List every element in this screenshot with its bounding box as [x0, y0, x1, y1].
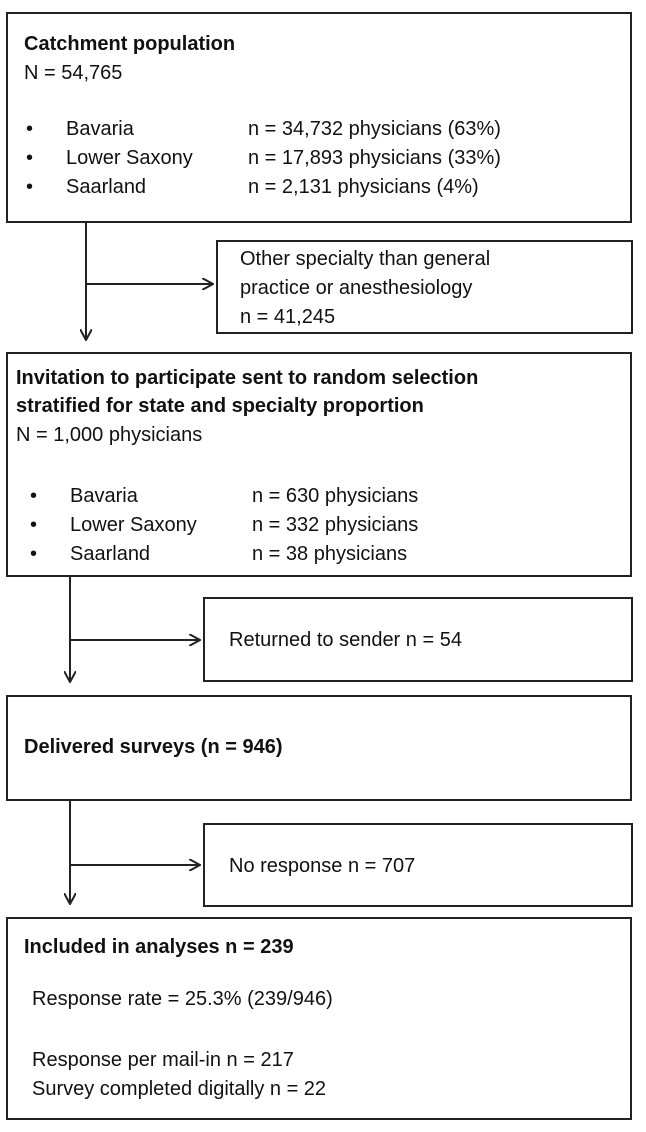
state-count: n = 332 physicians: [252, 514, 419, 536]
state-label: Lower Saxony: [70, 514, 197, 536]
included-title: Included in analyses n = 239: [24, 936, 294, 958]
invitation-title-line2: stratified for state and specialty propo…: [16, 395, 424, 417]
invitation-box: Invitation to participate sent to random…: [6, 352, 632, 577]
state-label: Bavaria: [66, 118, 134, 140]
exclusion-no-response-box: No response n = 707: [203, 823, 633, 907]
bullet-icon: •: [30, 514, 38, 536]
bullet-icon: •: [26, 147, 34, 169]
delivered-surveys-box: Delivered surveys (n = 946): [6, 695, 632, 801]
bullet-icon: •: [30, 485, 38, 507]
state-count: n = 34,732 physicians (63%): [248, 118, 501, 140]
response-digital: Survey completed digitally n = 22: [32, 1078, 327, 1100]
exclusion-line: Other specialty than general: [240, 248, 491, 270]
state-count: n = 17,893 physicians (33%): [248, 147, 501, 169]
exclusion-count: n = 41,245: [240, 306, 336, 328]
state-label: Lower Saxony: [66, 147, 193, 169]
bullet-icon: •: [30, 543, 38, 565]
catchment-total: N = 54,765: [24, 62, 123, 84]
response-rate: Response rate = 25.3% (239/946): [32, 988, 333, 1010]
delivered-title: Delivered surveys (n = 946): [24, 736, 283, 758]
bullet-icon: •: [26, 118, 34, 140]
exclusion-line: practice or anesthesiology: [240, 277, 473, 299]
invitation-total: N = 1,000 physicians: [16, 424, 203, 446]
catchment-population-box: Catchment population N = 54,765 • Bavari…: [6, 12, 632, 223]
invitation-title-line1: Invitation to participate sent to random…: [16, 367, 479, 389]
exclusion-other-specialty-box: Other specialty than general practice or…: [216, 240, 633, 334]
catchment-title: Catchment population: [24, 33, 236, 55]
included-analyses-box: Included in analyses n = 239 Response ra…: [6, 917, 632, 1120]
state-label: Bavaria: [70, 485, 138, 507]
state-label: Saarland: [66, 176, 147, 198]
exclusion-no-response-text: No response n = 707: [229, 855, 416, 877]
state-count: n = 630 physicians: [252, 485, 419, 507]
state-count: n = 38 physicians: [252, 543, 408, 565]
state-count: n = 2,131 physicians (4%): [248, 176, 479, 198]
bullet-icon: •: [26, 176, 34, 198]
exclusion-returned-text: Returned to sender n = 54: [229, 629, 462, 651]
exclusion-returned-box: Returned to sender n = 54: [203, 597, 633, 682]
state-label: Saarland: [70, 543, 151, 565]
response-mail-in: Response per mail-in n = 217: [32, 1049, 294, 1071]
